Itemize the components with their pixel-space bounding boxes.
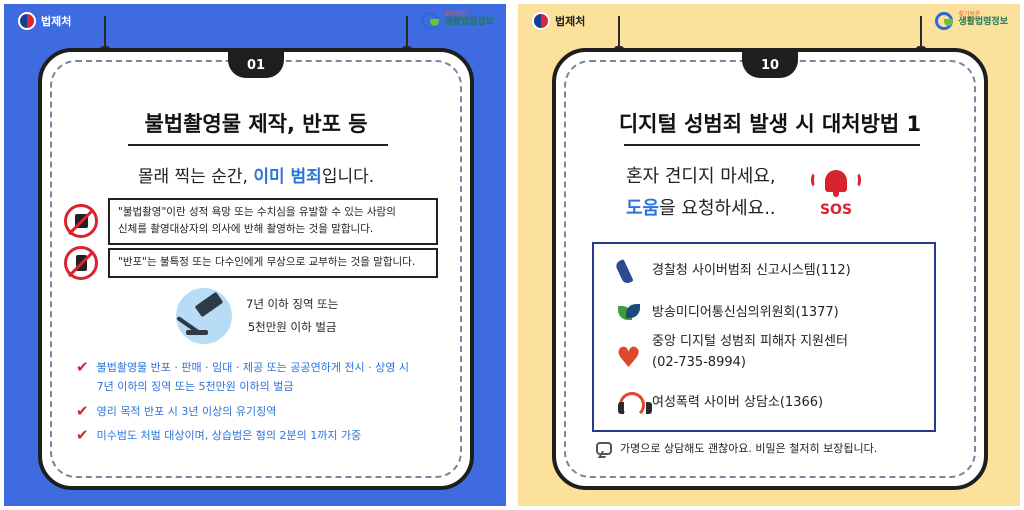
site-brand: 찾기쉬운 생활법령정보 — [421, 10, 494, 30]
gavel-icon — [176, 288, 232, 344]
check-icon: ✔ — [76, 425, 89, 444]
contact-victim-center: 중앙 디지털 성범죄 피해자 지원센터 (02-735-8994) — [616, 332, 848, 381]
contact-police: 경찰청 사이버범죄 신고시스템(112) — [616, 258, 851, 284]
sos-alarm-icon: SOS — [808, 164, 864, 224]
no-camera-icon — [64, 204, 98, 239]
easylaw-logo-icon — [421, 10, 441, 30]
card-title: 불법촬영물 제작, 반포 등 — [144, 112, 368, 136]
card-number: 10 — [742, 48, 798, 78]
contact-cyber-counsel: 여성폭력 사이버 상담소(1366) — [616, 390, 823, 418]
help-line-2: 도움을 요청하세요.. — [626, 198, 776, 219]
heart-hand-icon — [616, 336, 642, 381]
right-card-panel: 법제처 찾기쉬운 생활법령정보 10 디지털 성범죄 발생 시 대처방법 1 혼… — [518, 4, 1020, 506]
penalty-summary: 7년 이하 징역 또는 5천만원 이하 벌금 — [176, 288, 338, 344]
title-divider — [624, 144, 920, 146]
easylaw-logo-icon — [935, 10, 955, 30]
privacy-note: 가명으로 상담해도 괜찮아요. 비밀은 철저히 보장됩니다. — [596, 440, 877, 456]
hanger-left — [100, 16, 110, 52]
hanger-right — [916, 16, 926, 52]
government-emblem-icon — [18, 12, 36, 30]
penalty-checklist: ✔ 불법촬영물 반포 · 판매 · 임대 · 제공 또는 공공연하게 전시 · … — [76, 358, 476, 450]
help-line-1: 혼자 견디지 마세요, — [626, 166, 776, 187]
site-name-small: 찾기쉬운 — [444, 10, 467, 18]
card-number: 01 — [228, 48, 284, 78]
government-emblem-icon — [532, 12, 550, 30]
agency-name: 법제처 — [41, 15, 72, 28]
title-divider — [128, 144, 388, 146]
hanger-left — [614, 16, 624, 52]
check-icon: ✔ — [76, 401, 89, 420]
site-name-large: 생활법령정보 — [444, 16, 494, 27]
card-subtitle: 몰래 찍는 순간, 이미 범죄입니다. — [137, 167, 375, 187]
left-card-panel: 법제처 찾기쉬운 생활법령정보 01 불법촬영물 제작, 반포 등 몰래 찍는 … — [4, 4, 506, 506]
definition-row-distribution: "반포"는 불특정 또는 다수인에게 무상으로 교부하는 것을 말합니다. — [64, 246, 438, 280]
list-item: ✔ 불법촬영물 반포 · 판매 · 임대 · 제공 또는 공공연하게 전시 · … — [76, 358, 476, 397]
contact-kcsc: 방송미디어통신심의위원회(1377) — [616, 300, 839, 326]
penalty-line-2: 5천만원 이하 벌금 — [247, 320, 337, 334]
definition-row-filming: "불법촬영"이란 성적 욕망 또는 수치심을 유발할 수 있는 사람의 신체를 … — [64, 198, 438, 245]
site-name-large: 생활법령정보 — [958, 16, 1008, 27]
phone-icon — [616, 258, 642, 284]
info-card: 10 디지털 성범죄 발생 시 대처방법 1 혼자 견디지 마세요, 도움을 요… — [552, 48, 988, 490]
penalty-line-1: 7년 이하 징역 또는 — [246, 297, 339, 311]
definition-box: "반포"는 불특정 또는 다수인에게 무상으로 교부하는 것을 말합니다. — [108, 248, 438, 278]
agency-brand: 법제처 — [18, 12, 71, 30]
chat-bubble-icon — [596, 441, 612, 455]
site-name-small: 찾기쉬운 — [958, 10, 981, 18]
headset-icon — [616, 390, 652, 418]
contact-list: 경찰청 사이버범죄 신고시스템(112) 방송미디어통신심의위원회(1377) … — [592, 242, 936, 432]
list-item: ✔ 영리 목적 반포 시 3년 이상의 유기징역 — [76, 401, 277, 420]
check-icon: ✔ — [76, 358, 89, 376]
sos-label: SOS — [819, 202, 853, 218]
agency-name: 법제처 — [555, 15, 586, 28]
agency-brand: 법제처 — [532, 12, 585, 30]
leaf-logo-icon — [616, 300, 642, 326]
definition-box: "불법촬영"이란 성적 욕망 또는 수치심을 유발할 수 있는 사람의 신체를 … — [108, 198, 438, 245]
list-item: ✔ 미수범도 처벌 대상이며, 상습범은 형의 2분의 1까지 가중 — [76, 425, 362, 444]
info-card: 01 불법촬영물 제작, 반포 등 몰래 찍는 순간, 이미 범죄입니다. "불… — [38, 48, 474, 490]
hanger-right — [402, 16, 412, 52]
card-title: 디지털 성범죄 발생 시 대처방법 1 — [618, 112, 922, 136]
no-sharing-phone-icon — [64, 246, 98, 280]
site-brand: 찾기쉬운 생활법령정보 — [935, 10, 1008, 30]
